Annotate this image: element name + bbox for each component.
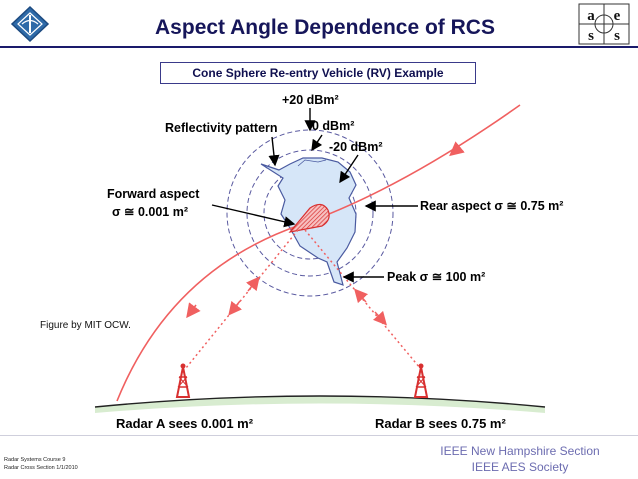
label-forward-aspect: Forward aspect [107,187,200,201]
reentry-vehicle [288,203,330,233]
label-forward-sigma: σ ≅ 0.001 m² [112,205,188,219]
page-title: Aspect Angle Dependence of RCS [155,16,495,39]
label-peak: Peak σ ≅ 100 m² [387,270,485,284]
radar-tower-icon [413,363,429,398]
subtitle-box: Cone Sphere Re-entry Vehicle (RV) Exampl… [160,62,476,84]
logo-letter-s2: s [614,28,620,44]
footer-ieee-section: IEEE New Hampshire Section [440,444,600,458]
arrow-zero [311,134,323,152]
arrow-minus20 [339,154,359,184]
figure-credit: Figure by MIT OCW. [40,320,131,331]
label-plus20: +20 dBm² [282,93,339,107]
footer-section: Radar Cross Section 1/1/2010 [4,465,78,471]
aess-logo-icon: a e s s [578,3,630,45]
footer-course-info: Radar Systems Course 9 Radar Cross Secti… [4,456,78,472]
label-rear-aspect: Rear aspect σ ≅ 0.75 m² [420,199,563,213]
footer-ieee: IEEE New Hampshire Section IEEE AES Soci… [420,443,620,475]
logo-letter-e: e [614,8,621,24]
los-arrow-b-down [372,310,387,326]
trajectory-arrow-1 [186,302,201,319]
footer-course: Radar Systems Course 9 [4,457,66,463]
logo-letter-a: a [587,8,595,24]
trajectory-arrow-2 [449,141,465,157]
ground-line [94,395,546,408]
label-radar-a: Radar A sees 0.001 m² [116,416,254,431]
label-radar-b: Radar B sees 0.75 m² [375,416,506,431]
los-arrow-a-down [228,300,242,316]
logo-letter-s1: s [588,28,594,44]
ieee-logo-icon [8,4,52,44]
label-minus20: -20 dBm² [329,140,382,154]
label-reflectivity: Reflectivity pattern [165,121,278,135]
radar-tower-icon [175,363,191,398]
los-arrow-a-up [246,276,260,292]
los-arrow-b-up [354,288,369,304]
ground-surface [95,396,545,413]
pattern-detail [297,159,327,167]
ring-plus20 [226,129,394,297]
ring-zero [246,149,374,277]
arrow-forward [211,204,296,228]
label-zero: 0 dBm² [312,119,354,133]
footer-ieee-society: IEEE AES Society [471,460,569,474]
arrow-reflectivity [268,136,280,167]
footer-rule [0,435,638,436]
title-rule [0,46,638,48]
